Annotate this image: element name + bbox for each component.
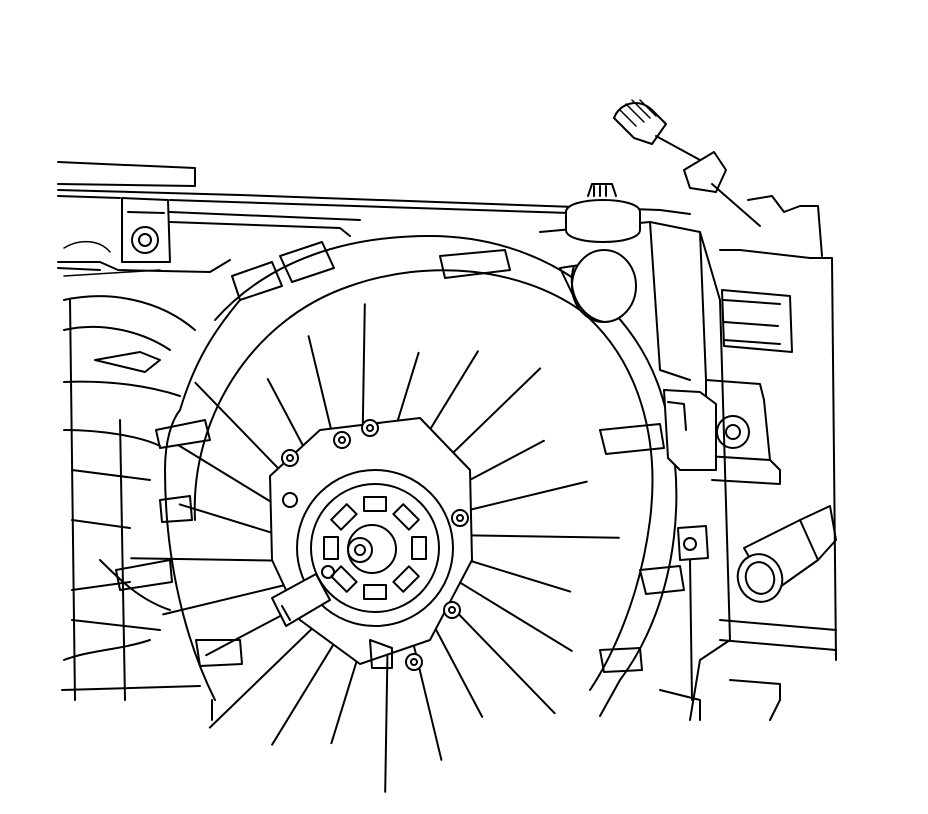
motor-mount-ear [443, 601, 461, 619]
left-shroud-bolt [131, 226, 159, 254]
motor-slot [330, 565, 358, 593]
fan-blade [453, 534, 620, 539]
radiator-hose-outlet [736, 505, 837, 603]
fan-blade [130, 557, 297, 562]
motor-slot [392, 565, 420, 593]
fan-blade [453, 555, 572, 593]
left-fan-shroud [61, 240, 201, 701]
motor-slot [392, 503, 420, 531]
motor-electrical-connector [271, 565, 335, 627]
motor-slot [363, 584, 387, 600]
motor-mount-ear [405, 653, 423, 671]
motor-mount-ear [451, 509, 469, 527]
right-shroud-bolt [716, 415, 750, 449]
motor-mount-ear [333, 431, 351, 449]
motor-mount-ear [361, 419, 379, 437]
motor-mount-ear [281, 449, 299, 467]
drain-valve-tool [613, 99, 761, 227]
right-mounting-bracket [663, 389, 750, 471]
radiator-tank [539, 195, 837, 721]
radiator-filler-neck [565, 183, 641, 243]
fan-blade [448, 575, 573, 652]
lower-wire-clip [677, 525, 709, 701]
left-mounting-bracket [121, 197, 171, 263]
motor-cooling-slots [323, 496, 427, 600]
fan-motor [269, 417, 473, 671]
motor-slot [323, 536, 339, 560]
motor-slot [330, 503, 358, 531]
fan-blade [208, 611, 330, 729]
fan-blade [162, 579, 304, 616]
motor-slot [411, 536, 427, 560]
motor-slot [363, 496, 387, 512]
shroud-round-port [570, 249, 637, 323]
radiator-core-support [57, 161, 691, 273]
